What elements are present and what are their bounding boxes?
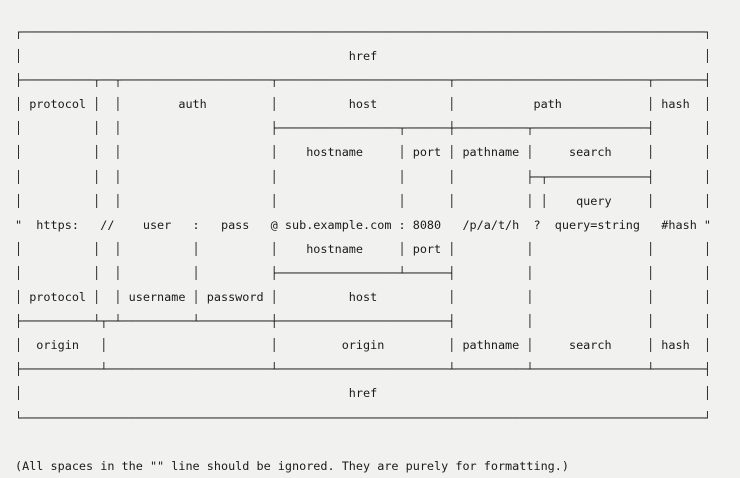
diagram-caption: (All spaces in the "" line should be ign… <box>15 458 569 473</box>
diagram-root: ┌───────────────────────────────────────… <box>15 25 712 473</box>
url-structure-ascii-diagram: ┌───────────────────────────────────────… <box>15 25 712 425</box>
